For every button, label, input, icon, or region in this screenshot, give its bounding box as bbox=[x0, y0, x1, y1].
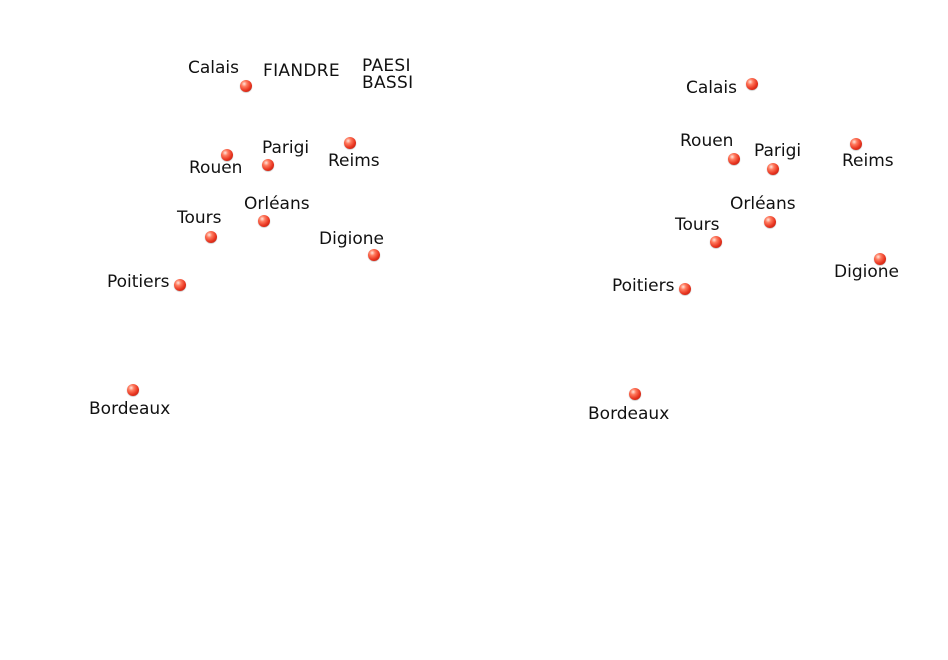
city-label-digione: Digione bbox=[319, 229, 384, 249]
city-marker-parigi bbox=[262, 159, 274, 171]
city-marker-orleans bbox=[764, 216, 776, 228]
city-label-parigi: Parigi bbox=[262, 138, 310, 158]
city-label-digione: Digione bbox=[834, 262, 899, 282]
city-marker-bordeaux bbox=[127, 384, 139, 396]
city-label-bordeaux: Bordeaux bbox=[588, 404, 670, 424]
city-marker-poitiers bbox=[679, 283, 691, 295]
city-marker-orleans bbox=[258, 215, 270, 227]
city-marker-tours bbox=[205, 231, 217, 243]
city-label-reims: Reims bbox=[842, 151, 894, 171]
city-marker-reims bbox=[344, 137, 356, 149]
city-marker-rouen bbox=[221, 149, 233, 161]
city-label-poitiers: Poitiers bbox=[107, 272, 170, 292]
city-marker-rouen bbox=[728, 153, 740, 165]
city-label-calais: Calais bbox=[686, 78, 738, 98]
city-label-poitiers: Poitiers bbox=[612, 276, 675, 296]
region-label-fiandre: FIANDRE bbox=[263, 61, 340, 81]
region-label-paesi-bassi-line2: BASSI bbox=[362, 73, 414, 93]
city-marker-parigi bbox=[767, 163, 779, 175]
city-marker-digione bbox=[368, 249, 380, 261]
city-label-rouen: Rouen bbox=[680, 131, 734, 151]
city-label-orleans: Orléans bbox=[244, 194, 310, 214]
city-label-calais: Calais bbox=[188, 58, 240, 78]
city-marker-poitiers bbox=[174, 279, 186, 291]
city-label-tours: Tours bbox=[177, 208, 222, 228]
city-marker-tours bbox=[710, 236, 722, 248]
region-label-paesi-bassi: PAESI BASSI bbox=[362, 58, 413, 92]
city-label-rouen: Rouen bbox=[189, 158, 243, 178]
city-marker-calais bbox=[240, 80, 252, 92]
city-label-reims: Reims bbox=[328, 151, 380, 171]
city-marker-calais bbox=[746, 78, 758, 90]
city-label-tours: Tours bbox=[675, 215, 720, 235]
city-marker-digione bbox=[874, 253, 886, 265]
region-label-paesi-bassi-line1: PAESI bbox=[362, 56, 411, 76]
city-label-parigi: Parigi bbox=[754, 141, 802, 161]
city-marker-reims bbox=[850, 138, 862, 150]
city-marker-bordeaux bbox=[629, 388, 641, 400]
left-map-panel: Calais FIANDRE PAESI BASSI Parigi Rouen … bbox=[89, 58, 413, 419]
city-label-orleans: Orléans bbox=[730, 194, 796, 214]
right-map-panel: Calais Rouen Parigi Reims Orléans Tours … bbox=[474, 0, 948, 660]
city-label-bordeaux: Bordeaux bbox=[89, 399, 171, 419]
